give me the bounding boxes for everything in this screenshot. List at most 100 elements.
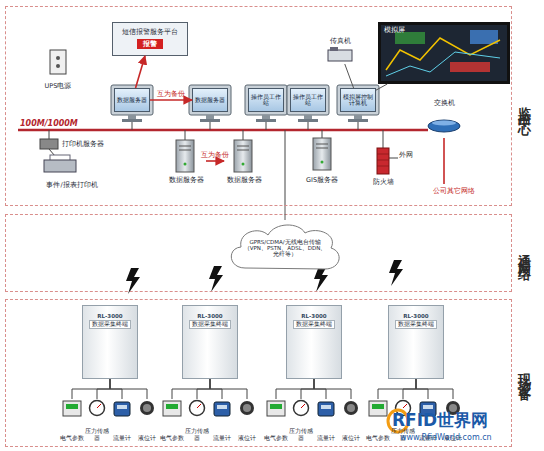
server-tower: 数据服务器 (224, 138, 264, 184)
node-text: 操作员工作站 (292, 94, 324, 107)
node-text: RL-3000 (97, 313, 122, 319)
connector-line (416, 379, 428, 399)
node-text: 操作员工作站 (250, 94, 282, 107)
connector-line (416, 379, 453, 399)
node-text: 电气参数 (264, 435, 288, 441)
monitor-frame (189, 85, 231, 122)
connector-line (314, 379, 326, 399)
server-icon (313, 138, 331, 170)
node-text: 数据采集终端 (89, 320, 131, 328)
display-picture (470, 30, 498, 44)
monitor-frame (287, 85, 329, 122)
monitor-frame (111, 85, 153, 122)
free-label: www.RfidWorld.com.cn (400, 433, 492, 442)
firewall-icon (377, 148, 389, 174)
section-band: 通信网络GPRS/CDMA/无线电台传输（VPN、PSTN、ADSL、DDN、光… (5, 214, 512, 292)
node-text: 流量计 (113, 435, 131, 441)
free-label: 外网 (399, 151, 413, 160)
network-switch: 交换机 (424, 100, 464, 138)
network-cloud: GPRS/CDMA/无线电台传输（VPN、PSTN、ADSL、DDN、光纤等） (225, 220, 345, 272)
node-text: 事件/报表打印机 (46, 182, 97, 189)
sensor-icon (190, 401, 205, 416)
print-server: 打印机服务器 (38, 136, 138, 154)
connector-line (72, 379, 110, 399)
report-printer: 事件/报表打印机 (32, 155, 112, 189)
wireless-bolt (209, 266, 223, 292)
sensor-icon (214, 402, 230, 416)
server-icon (234, 140, 252, 172)
node-text: RL-3000 (197, 313, 222, 319)
connector-line (97, 379, 110, 399)
sensor-icon (267, 401, 285, 416)
connector-line (110, 379, 147, 399)
node-text: 液位计 (342, 435, 360, 441)
display-wall: 模拟屏 (378, 22, 510, 84)
sensor-icon (63, 401, 81, 416)
connector-line (172, 379, 210, 399)
ups-light (56, 56, 60, 60)
node-text: 报警 (137, 39, 163, 49)
node-text: 液位计 (238, 435, 256, 441)
sensor-icon (163, 401, 181, 416)
server-icon (176, 140, 194, 172)
sensor-icon (318, 402, 334, 416)
display-picture (386, 38, 500, 70)
field-sensor: 压力传感器 (289, 399, 313, 441)
sensor-icon (240, 401, 254, 415)
field-sensor: 液位计 (235, 399, 259, 441)
field-sensor: 电气参数 (160, 399, 184, 441)
sensor-icon (140, 401, 154, 415)
print-server-icon (40, 139, 58, 149)
node-text: RL-3000 (301, 313, 326, 319)
monitor-screen: 数据服务器 (192, 88, 228, 112)
connector-line (403, 379, 416, 399)
field-sensor: 流量计 (210, 399, 234, 441)
connector-line (210, 379, 247, 399)
sms-platform: 短信报警服务平台报警 (112, 22, 188, 56)
monitor-screen: 操作员工作站 (290, 88, 326, 112)
sensor-icon (344, 401, 358, 415)
node-text: 数据服务器 (227, 177, 262, 184)
node-text: 打印机服务器 (62, 141, 104, 148)
node-text: 压力传感器 (289, 428, 313, 441)
node-text: 数据采集终端 (293, 320, 335, 328)
fax-machine: 传真机 (322, 38, 358, 64)
display-picture (386, 52, 500, 76)
connector-line (197, 379, 210, 399)
node-text: 现场设备 (517, 363, 532, 383)
switch-icon (432, 121, 456, 126)
ups-device: UPS电源 (40, 48, 76, 90)
sensor-icon (369, 401, 387, 416)
monitor-screen: 操作员工作站 (248, 88, 284, 112)
connector-line (206, 160, 224, 162)
connector-line (345, 64, 354, 88)
bus-drops (49, 122, 398, 206)
node-text: 通信网络 (517, 243, 532, 263)
field-sensor: 液位计 (135, 399, 159, 441)
node-text: 流量计 (317, 435, 335, 441)
section-band: 监控中心UPS电源短信报警服务平台报警数据服务器数据服务器操作员工作站操作员工作… (5, 6, 512, 206)
field-cabinet: RL-3000数据采集终端 (286, 305, 342, 379)
sensor-icon (114, 402, 130, 416)
node-text: 数据服务器 (195, 97, 225, 103)
node-text: 数据采集终端 (189, 320, 231, 328)
field-sensor: 流量计 (110, 399, 134, 441)
node-text: 监控中心 (517, 96, 532, 116)
node-text: 数据服务器 (169, 177, 204, 184)
node-text: 数据服务器 (117, 97, 147, 103)
connector-line (301, 379, 314, 399)
field-cabinet: RL-3000数据采集终端 (82, 305, 138, 379)
node-text: 压力传感器 (185, 428, 209, 441)
field-sensor: 电气参数 (366, 399, 390, 441)
free-label: RFID世界网 (392, 409, 488, 432)
connector-line (150, 99, 192, 101)
connector-line (376, 84, 387, 90)
free-label: 100M/1000M (20, 119, 78, 128)
connector-line (136, 56, 145, 88)
firewall-bricks (377, 154, 389, 166)
monitor-frame (337, 85, 379, 122)
edge-label: 互为备份 (149, 89, 193, 99)
